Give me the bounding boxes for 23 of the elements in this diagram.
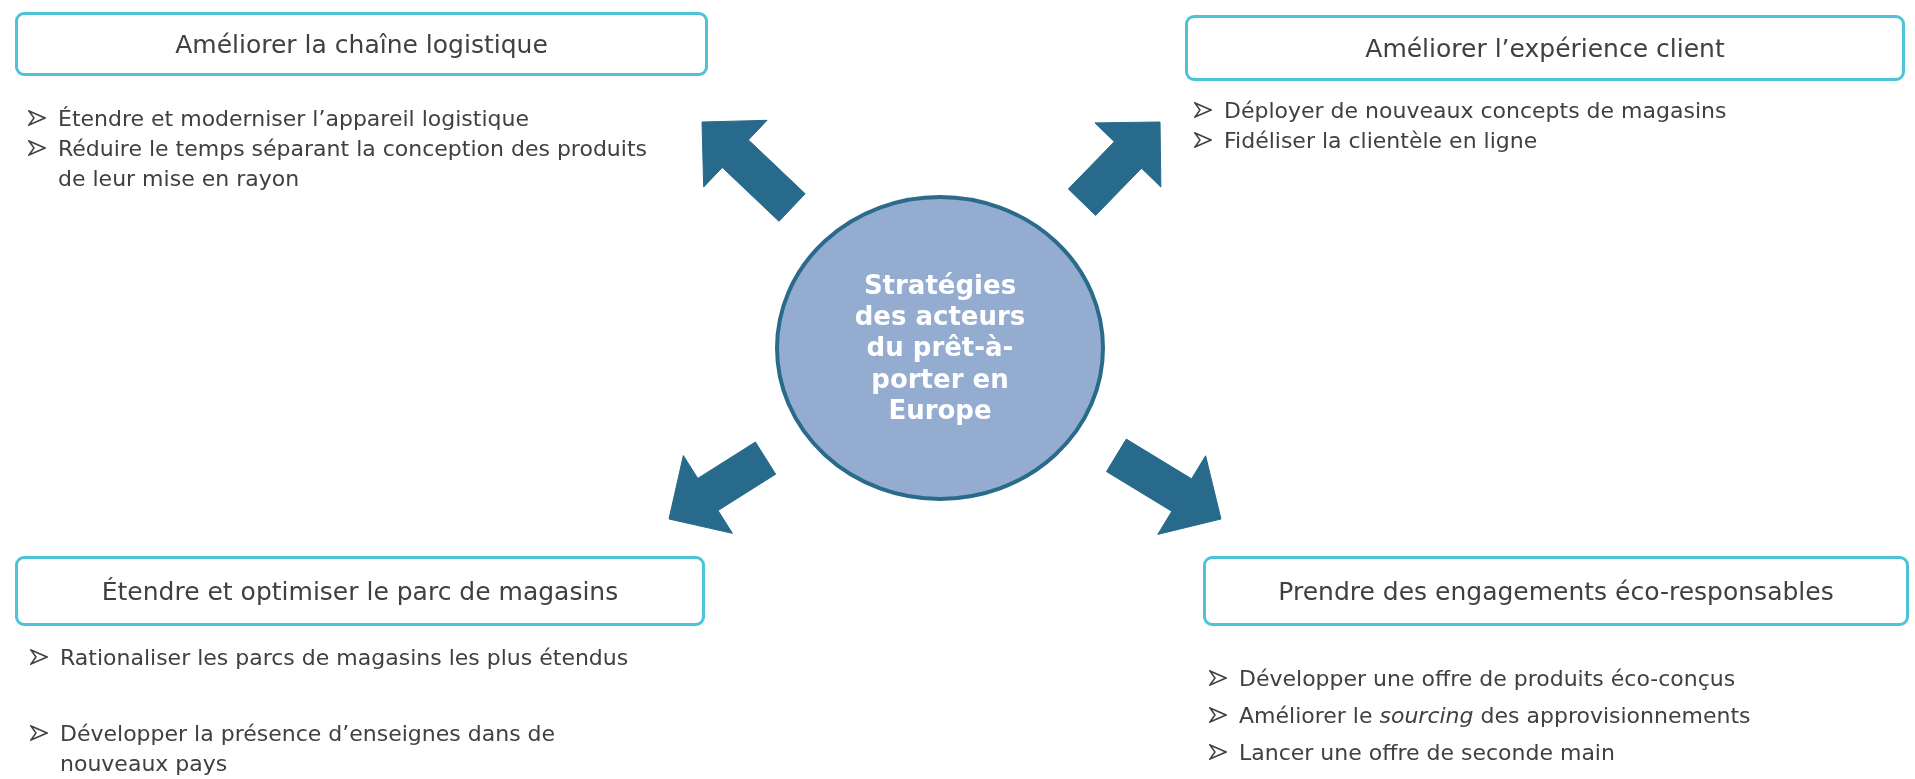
bullet-text: Fidéliser la clientèle en ligne: [1224, 127, 1538, 155]
heading-box: [15, 556, 705, 626]
arrow: [701, 119, 806, 222]
heading-box: [1185, 15, 1905, 81]
circle-node: [775, 195, 1105, 501]
circle-label: Stratégies des acteurs du prêt-à-porter en Europe: [853, 270, 1027, 426]
bullet-text: Étendre et moderniser l’appareil logistique: [58, 105, 529, 133]
bullet-text: Lancer une offre de seconde main: [1239, 739, 1615, 767]
bullet-text: Développer la présence d’enseignes dans de nouveaux pays: [60, 720, 557, 778]
arrow: [668, 441, 777, 534]
heading-text: Étendre et optimiser le parc de magasins: [101, 576, 619, 606]
bullet-text: Développer une offre de produits éco-conçus: [1239, 665, 1736, 693]
heading-box: [1203, 556, 1909, 626]
heading-text: Prendre des engagements éco-responsables: [1278, 576, 1834, 606]
bullet-text: Améliorer le sourcing des approvisionnements: [1239, 702, 1751, 730]
arrow: [1067, 121, 1162, 216]
bullet-text: Déployer de nouveaux concepts de magasins: [1224, 97, 1727, 125]
heading-text: Améliorer la chaîne logistique: [175, 29, 548, 59]
bullet-text: Réduire le temps séparant la conception des produits de leur mise en rayon: [58, 135, 648, 193]
bullet-text: Rationaliser les parcs de magasins les plus étendus: [60, 644, 629, 672]
heading-text: Améliorer l’expérience client: [1365, 33, 1725, 63]
arrow: [1106, 438, 1222, 535]
heading-box: [15, 12, 708, 76]
